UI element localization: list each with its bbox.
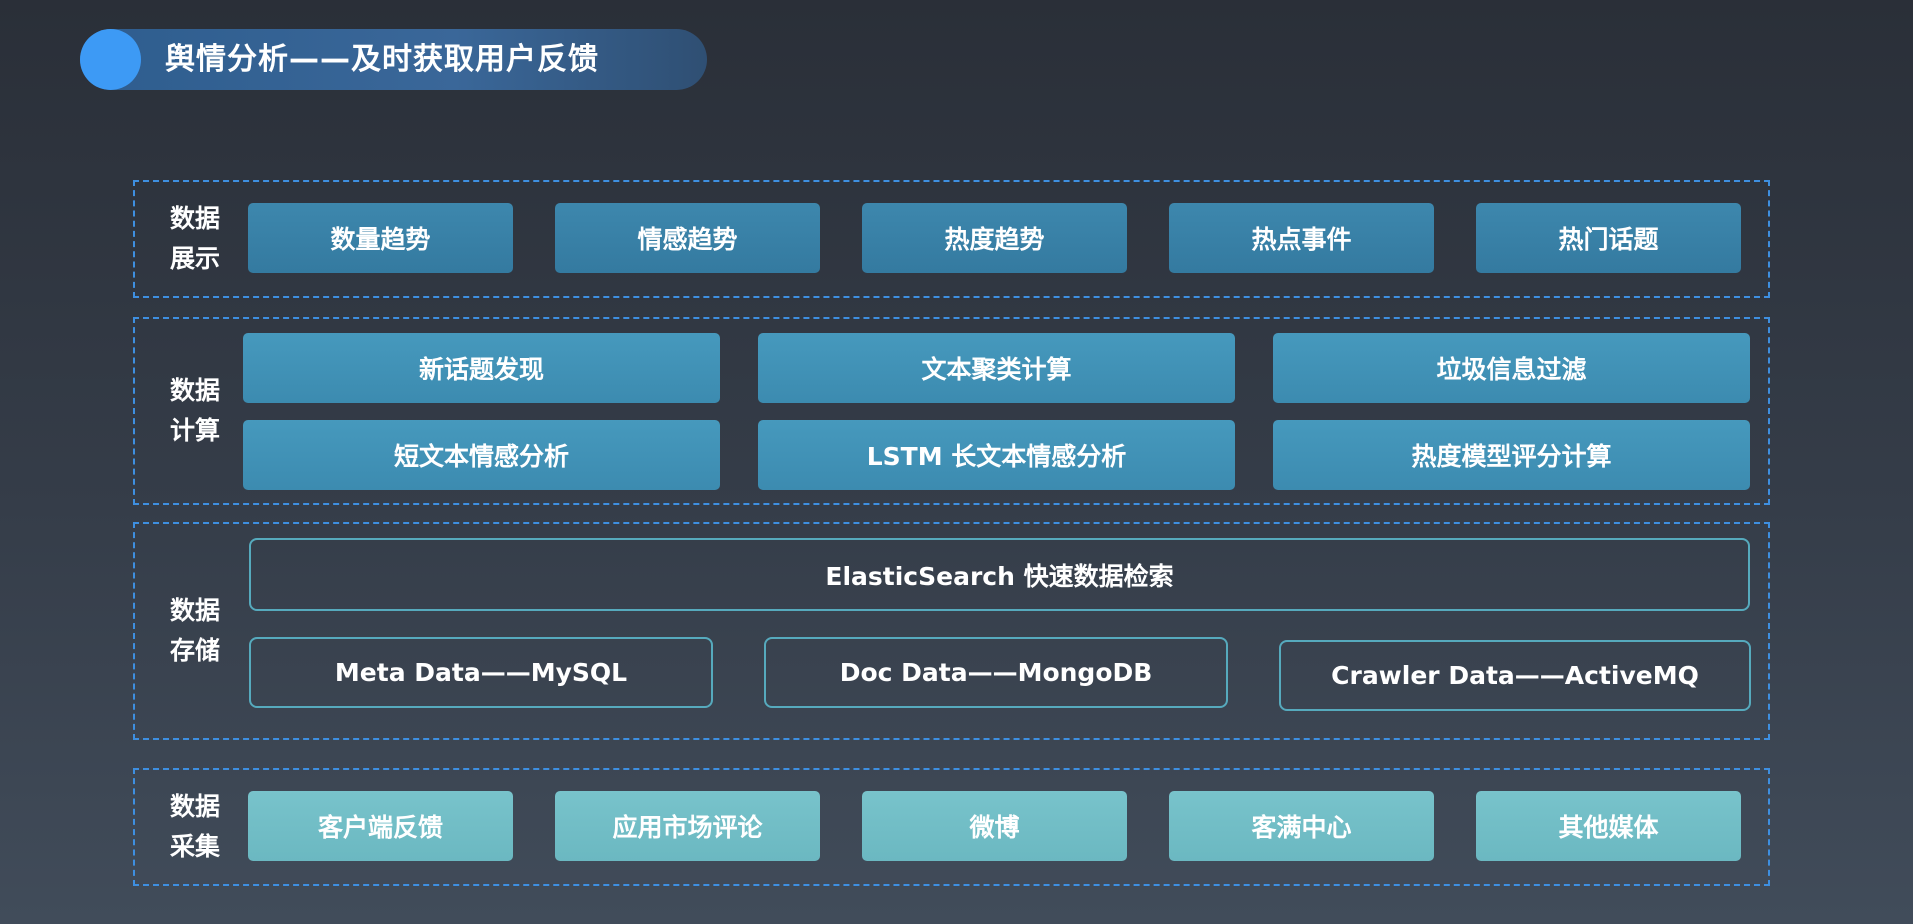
display-box-hot-topics: 热门话题 <box>1476 203 1741 273</box>
page-title: 舆情分析——及时获取用户反馈 <box>165 42 599 77</box>
layer-data-storage: 数据 存储 ElasticSearch 快速数据检索 Meta Data——My… <box>133 522 1770 740</box>
storage-box-elasticsearch: ElasticSearch 快速数据检索 <box>249 538 1750 611</box>
storage-box-crawler-data-activemq: Crawler Data——ActiveMQ <box>1279 640 1751 711</box>
layer-label-line: 采集 <box>169 832 220 861</box>
layer-label-line: 计算 <box>169 416 220 445</box>
layer-label-line: 数据 <box>169 376 220 405</box>
collect-box-app-store-reviews: 应用市场评论 <box>555 791 820 861</box>
layer-label-collect: 数据 采集 <box>165 787 225 867</box>
collect-box-weibo: 微博 <box>862 791 1127 861</box>
layer-label-line: 数据 <box>169 204 220 233</box>
display-box-heat-trend: 热度趋势 <box>862 203 1127 273</box>
layer-label-storage: 数据 存储 <box>165 591 225 671</box>
storage-box-meta-data-mysql: Meta Data——MySQL <box>249 637 713 708</box>
title-pill: 舆情分析——及时获取用户反馈 <box>80 29 707 90</box>
display-box-sentiment-trend: 情感趋势 <box>555 203 820 273</box>
layer-data-collection: 数据 采集 客户端反馈 应用市场评论 微博 客满中心 其他媒体 <box>133 768 1770 886</box>
compute-box-heat-model-scoring: 热度模型评分计算 <box>1273 420 1750 490</box>
compute-box-short-text-sentiment: 短文本情感分析 <box>243 420 720 490</box>
display-box-count-trend: 数量趋势 <box>248 203 513 273</box>
layer-label-compute: 数据 计算 <box>165 371 225 451</box>
layer-label-line: 展示 <box>169 244 220 273</box>
storage-box-doc-data-mongodb: Doc Data——MongoDB <box>764 637 1228 708</box>
compute-box-lstm-long-text-sentiment: LSTM 长文本情感分析 <box>758 420 1235 490</box>
compute-box-spam-filter: 垃圾信息过滤 <box>1273 333 1750 403</box>
compute-box-new-topic-discovery: 新话题发现 <box>243 333 720 403</box>
collect-box-client-feedback: 客户端反馈 <box>248 791 513 861</box>
display-box-hot-events: 热点事件 <box>1169 203 1434 273</box>
layer-label-line: 存储 <box>169 636 220 665</box>
layer-label-display: 数据 展示 <box>165 199 225 279</box>
layer-label-line: 数据 <box>169 792 220 821</box>
title-dot-icon <box>80 29 141 90</box>
layer-data-display: 数据 展示 数量趋势 情感趋势 热度趋势 热点事件 热门话题 <box>133 180 1770 298</box>
collect-box-other-media: 其他媒体 <box>1476 791 1741 861</box>
layer-data-compute: 数据 计算 新话题发现 文本聚类计算 垃圾信息过滤 短文本情感分析 LSTM 长… <box>133 317 1770 505</box>
compute-box-text-clustering: 文本聚类计算 <box>758 333 1235 403</box>
collect-box-customer-service-center: 客满中心 <box>1169 791 1434 861</box>
layer-label-line: 数据 <box>169 596 220 625</box>
